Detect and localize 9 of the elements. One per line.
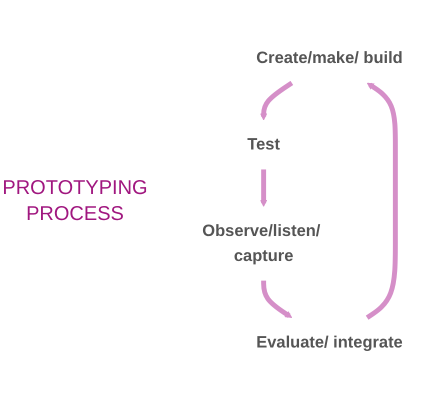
arrow (261, 280, 292, 318)
node-text: Evaluate/ integrate (256, 333, 403, 352)
node-text: Test (247, 136, 280, 154)
center-label: PROTOTYPING PROCESS (1, 176, 149, 226)
node-text: Create/make/ build (256, 49, 403, 68)
node-text: Observe/listen/ capture (202, 222, 320, 266)
arrow (260, 170, 268, 207)
arrow (260, 81, 294, 121)
arrow (366, 82, 398, 320)
